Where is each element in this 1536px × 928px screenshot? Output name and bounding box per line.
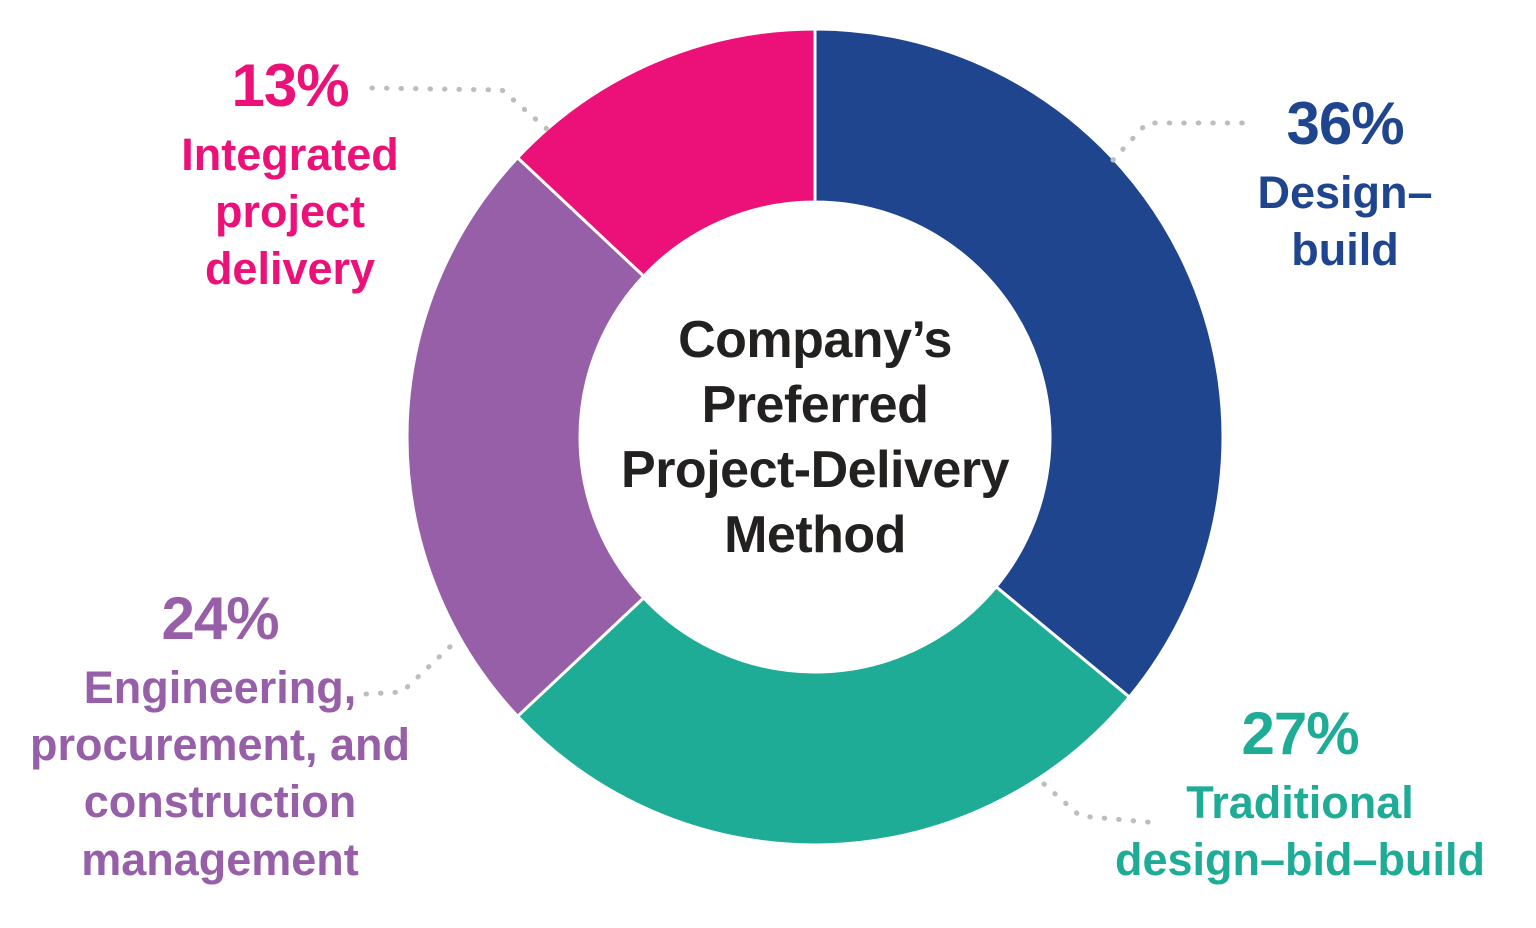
chart-title-line: Project-Delivery (621, 441, 1009, 499)
callout-label-line: build (1291, 224, 1399, 276)
leader-line-traditional (1041, 781, 1161, 826)
donut-segment-design-build (813, 27, 1225, 700)
callout-percentage: 24% (161, 585, 279, 652)
callout-label-line: construction (83, 776, 357, 828)
callout-label-line: project (214, 186, 366, 238)
donut-segment-engineering-procurement-and-construction-management (405, 155, 646, 719)
callout-label-line: Traditional (1186, 777, 1414, 829)
callout-percentage: 27% (1241, 700, 1359, 767)
callout-label-line: procurement, and (29, 719, 411, 771)
donut-segment-integrated-project-delivery (515, 27, 817, 279)
leader-line-epcm (363, 639, 458, 697)
callout-traditional-design-bid-build: 27% Traditional design–bid–build (1085, 700, 1515, 888)
callout-label-line: management (81, 833, 359, 885)
callout-integrated-project-delivery: 13% Integrated project delivery (120, 52, 460, 298)
chart-title-line: Preferred (701, 376, 929, 434)
callout-label-line: Design– (1257, 167, 1433, 219)
callout-percentage: 36% (1286, 90, 1404, 157)
callout-design-build: 36% Design– build (1190, 90, 1500, 278)
leader-line-ipd (369, 85, 550, 132)
leader-line-design-build (1110, 120, 1248, 163)
chart-title-line: Company’s (678, 311, 952, 369)
chart-title-line: Method (724, 506, 906, 564)
chart-title: Company’s Preferred Project-Delivery Met… (575, 308, 1055, 568)
donut-segment-traditional-design-bid-build (515, 584, 1132, 847)
callout-percentage: 13% (231, 52, 349, 119)
callout-label-line: Engineering, (83, 662, 357, 714)
callout-label-line: Integrated (181, 129, 399, 181)
callout-label-line: design–bid–build (1114, 834, 1486, 886)
callout-engineering-procurement-construction-management: 24% Engineering, procurement, and constr… (15, 585, 425, 888)
callout-label-line: delivery (204, 243, 376, 295)
